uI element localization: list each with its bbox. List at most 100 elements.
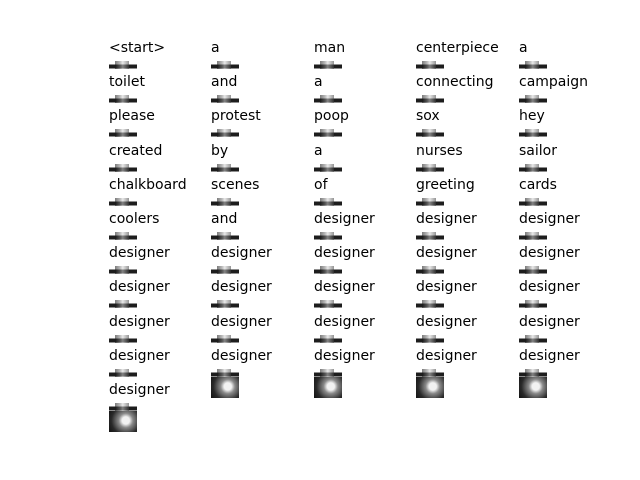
caption-word: designer — [109, 279, 170, 296]
caption-step: designer — [109, 314, 209, 351]
caption-word: designer — [519, 211, 580, 227]
caption-word: designer — [211, 245, 272, 262]
attention-map-thumbnail-icon — [519, 329, 547, 351]
caption-step: sailor — [519, 143, 619, 180]
caption-word: a — [519, 40, 528, 56]
caption-step: designer — [416, 211, 516, 248]
attention-map-thumbnail-icon — [314, 56, 342, 77]
caption-step: a — [211, 40, 311, 77]
caption-word: designer — [519, 313, 580, 330]
attention-map-thumbnail-icon — [109, 227, 137, 248]
attention-map-thumbnail-icon — [314, 377, 342, 398]
caption-word: designer — [416, 211, 477, 227]
attention-map-thumbnail-icon — [416, 90, 444, 112]
caption-word: designer — [416, 347, 477, 364]
attention-map-thumbnail-icon — [211, 158, 239, 180]
caption-word: and — [211, 211, 238, 227]
caption-word: hey — [519, 108, 545, 125]
attention-map-thumbnail-icon — [416, 329, 444, 351]
attention-map-thumbnail-icon — [109, 261, 137, 283]
caption-step: designer — [416, 245, 516, 283]
caption-step: sox — [416, 108, 516, 146]
attention-map-thumbnail-icon — [211, 192, 239, 214]
attention-map-thumbnail-icon — [211, 329, 239, 351]
caption-word: designer — [314, 279, 375, 296]
caption-word: designer — [314, 347, 375, 364]
caption-step: <start> — [109, 40, 209, 77]
caption-step-final — [211, 377, 311, 411]
attention-map-thumbnail-icon — [416, 261, 444, 283]
attention-map-thumbnail-icon — [416, 227, 444, 248]
attention-map-thumbnail-icon — [211, 227, 239, 248]
caption-step-final — [416, 377, 516, 411]
attention-map-thumbnail-icon — [314, 329, 342, 351]
caption-word: <start> — [109, 40, 166, 56]
caption-word: a — [211, 40, 220, 56]
caption-word: by — [211, 142, 229, 159]
caption-step: designer — [416, 279, 516, 317]
caption-step: designer — [211, 279, 311, 317]
caption-word: designer — [416, 313, 477, 330]
caption-word: designer — [109, 382, 170, 398]
caption-word: a — [314, 142, 323, 159]
caption-word: designer — [211, 279, 272, 296]
caption-word: centerpiece — [416, 40, 499, 56]
attention-map-thumbnail-icon — [109, 158, 137, 180]
caption-step: and — [211, 74, 311, 112]
caption-word: poop — [314, 108, 349, 125]
caption-word: connecting — [416, 74, 494, 91]
caption-step: hey — [519, 108, 619, 146]
attention-map-thumbnail-icon — [416, 124, 444, 146]
caption-step: connecting — [416, 74, 516, 112]
attention-map-thumbnail-icon — [519, 158, 547, 180]
caption-word: designer — [416, 279, 477, 296]
caption-word: please — [109, 108, 155, 125]
caption-word: sox — [416, 108, 440, 125]
attention-map-thumbnail-icon — [211, 377, 239, 398]
caption-step: designer — [519, 279, 619, 317]
caption-step: cards — [519, 177, 619, 214]
caption-word: toilet — [109, 74, 145, 91]
caption-step: designer — [109, 348, 209, 385]
attention-map-thumbnail-icon — [109, 192, 137, 214]
caption-step: designer — [519, 313, 619, 351]
attention-map-thumbnail-icon — [314, 124, 342, 146]
caption-word: designer — [519, 279, 580, 296]
attention-map-thumbnail-icon — [416, 192, 444, 214]
attention-map-thumbnail-icon — [314, 261, 342, 283]
caption-word: man — [314, 40, 346, 56]
attention-map-thumbnail-icon — [314, 227, 342, 248]
caption-step-final — [314, 377, 414, 411]
caption-word: and — [211, 74, 238, 91]
attention-map-thumbnail-icon — [109, 411, 137, 433]
caption-step-final — [519, 377, 619, 411]
attention-map-thumbnail-icon — [109, 90, 137, 112]
caption-word: nurses — [416, 142, 463, 159]
caption-step: scenes — [211, 177, 311, 214]
caption-word: a — [314, 74, 323, 91]
attention-map-thumbnail-icon — [109, 124, 137, 146]
caption-word: designer — [211, 347, 272, 364]
attention-map-thumbnail-icon — [416, 295, 444, 317]
caption-step: protest — [211, 108, 311, 146]
attention-map-thumbnail-icon — [211, 261, 239, 283]
caption-word: designer — [314, 245, 375, 262]
caption-word: greeting — [416, 176, 475, 193]
attention-map-thumbnail-icon — [314, 295, 342, 317]
caption-step: a — [314, 74, 414, 112]
attention-map-thumbnail-icon — [519, 192, 547, 214]
caption-word: created — [109, 142, 163, 159]
caption-step: designer — [314, 279, 414, 317]
attention-map-thumbnail-icon — [416, 56, 444, 77]
caption-word: designer — [416, 245, 477, 262]
caption-word: designer — [211, 313, 272, 330]
attention-map-thumbnail-icon — [314, 192, 342, 214]
caption-step: a — [314, 142, 414, 180]
caption-word: designer — [519, 347, 580, 364]
attention-map-thumbnail-icon — [109, 56, 137, 77]
caption-step: designer — [211, 245, 311, 283]
attention-map-thumbnail-icon — [211, 295, 239, 317]
attention-map-thumbnail-icon — [416, 377, 444, 398]
caption-step: designer — [109, 245, 209, 283]
